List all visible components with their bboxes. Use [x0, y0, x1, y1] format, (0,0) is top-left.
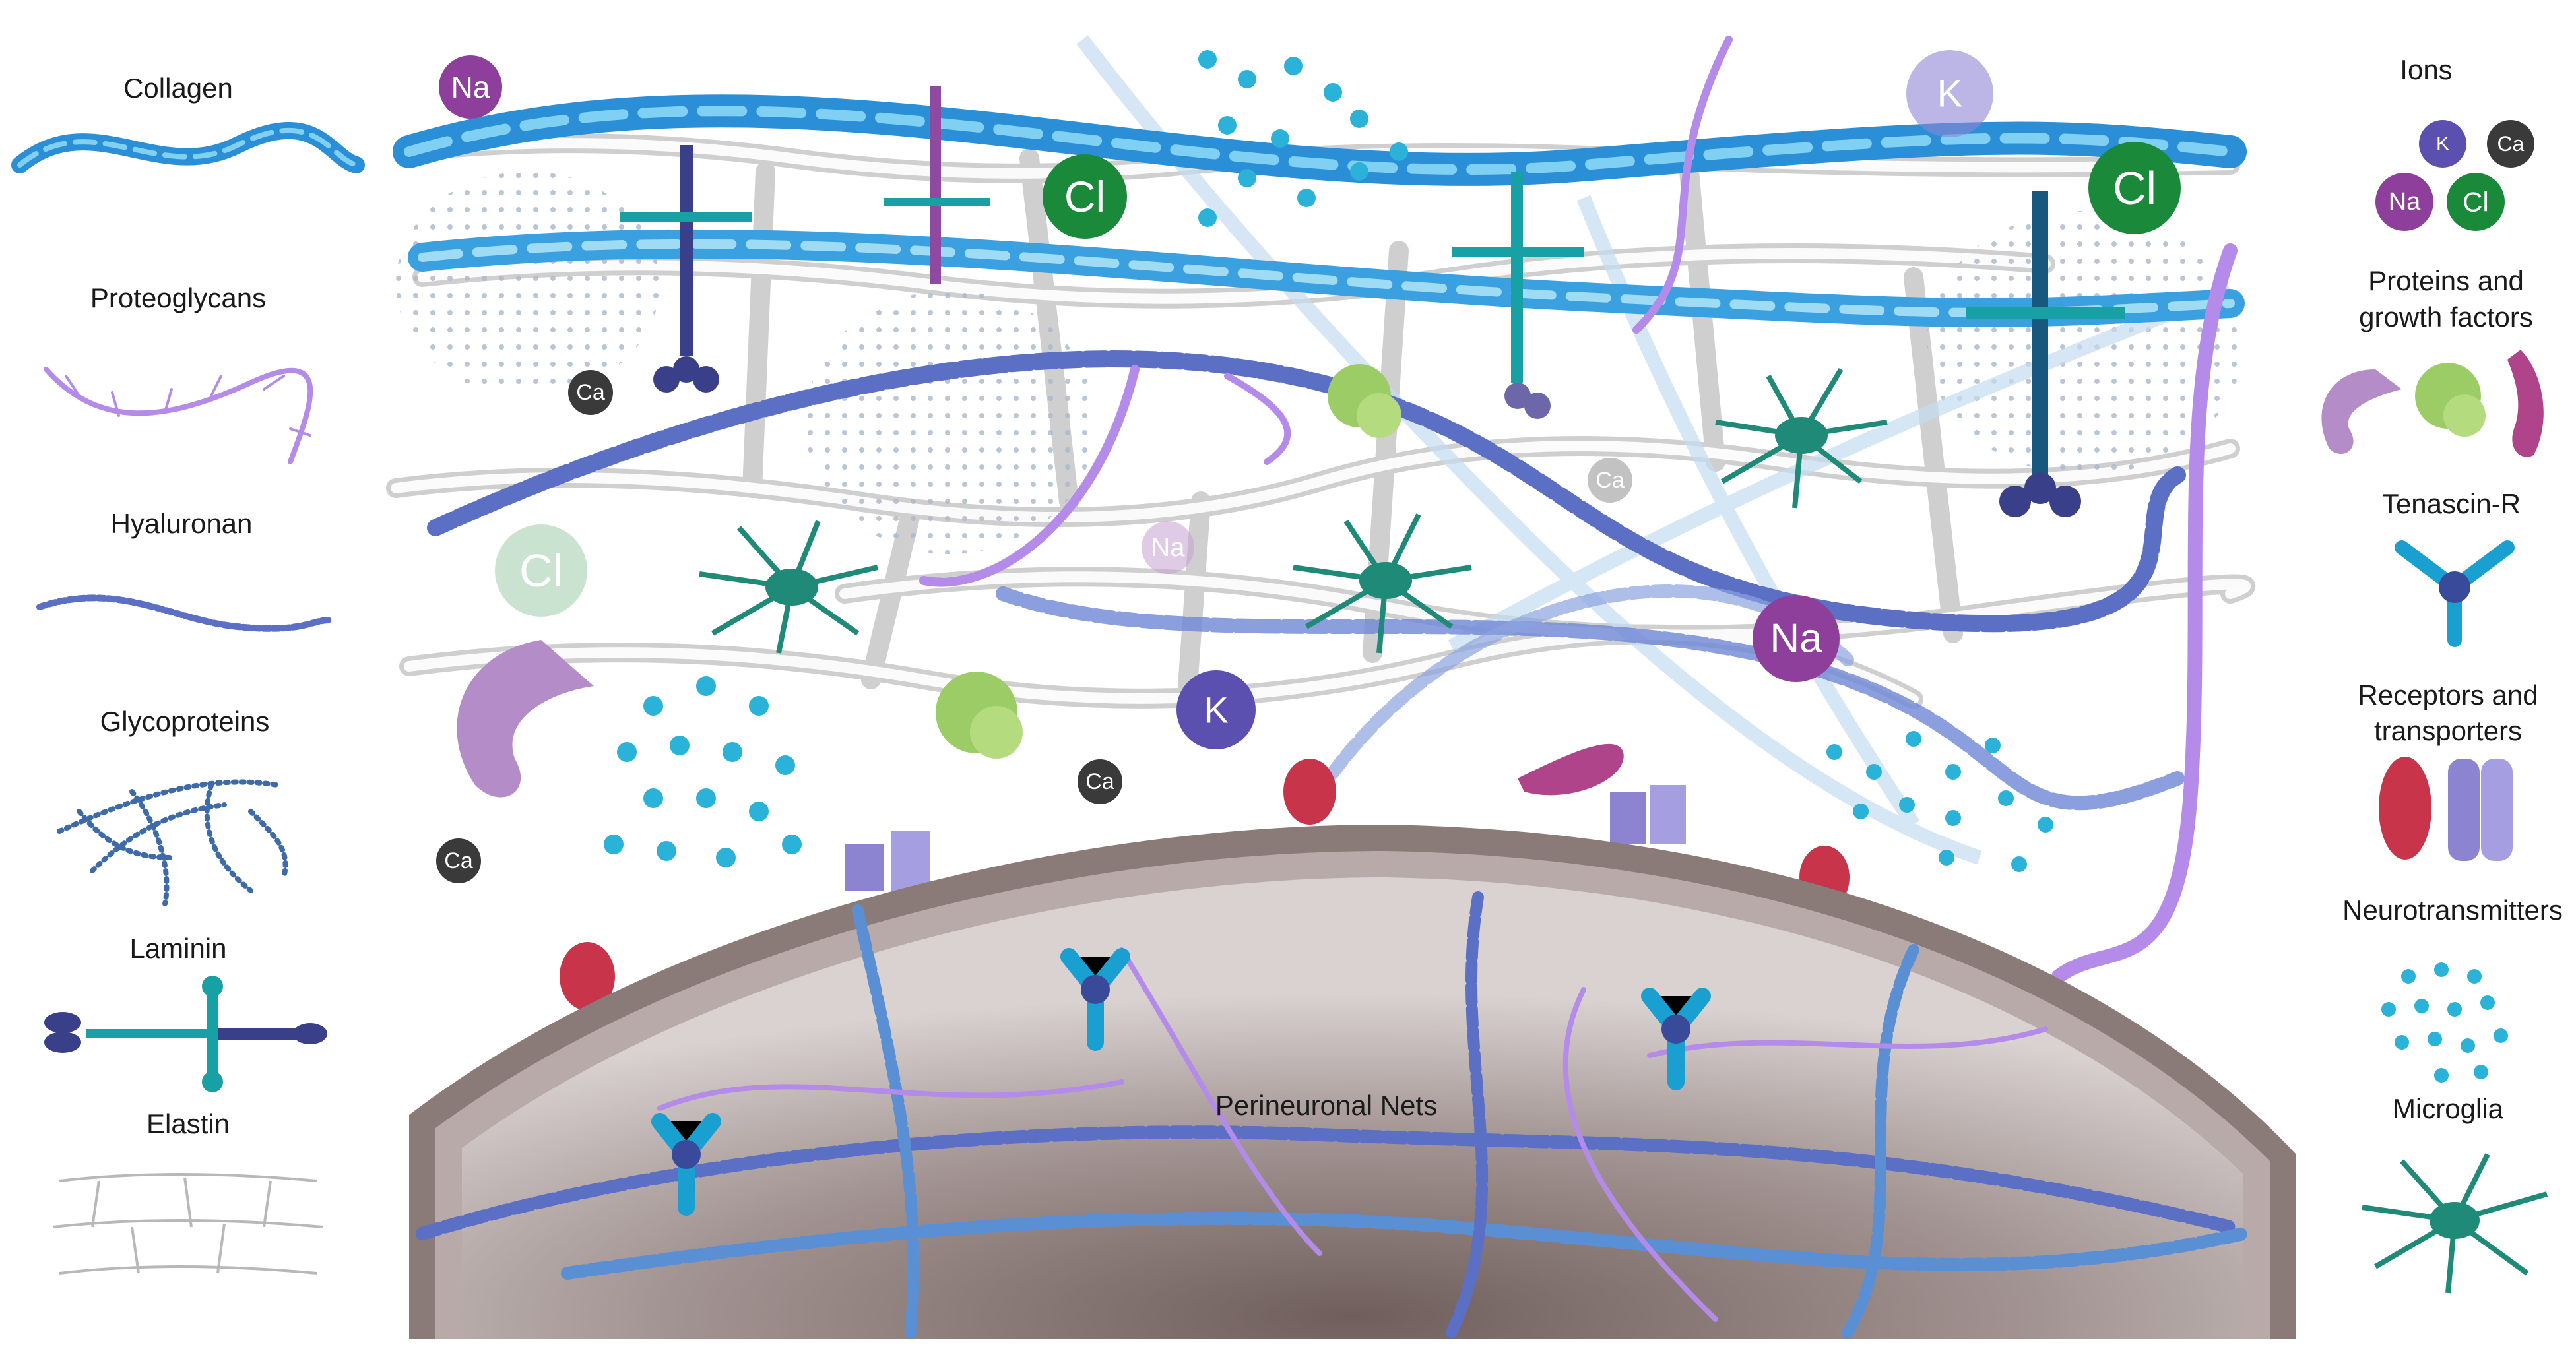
ion-label: Ca [2497, 132, 2525, 156]
ion-label: Na [1770, 616, 1822, 662]
ion-label: Na [2389, 188, 2421, 216]
legend-right: Ions K Ca Na Cl Proteins and growth fact… [2321, 54, 2563, 1294]
collagen-icon [11, 122, 365, 173]
ion-label: K [1937, 73, 1963, 115]
legend-hyaluronan-label: Hyaluronan [111, 508, 253, 539]
legend-laminin-label: Laminin [129, 933, 226, 964]
ion-label: Ca [444, 848, 473, 873]
protein-growth-factor [457, 364, 1624, 798]
ion-cl: Cl [495, 524, 587, 617]
microglia-icon [2362, 1153, 2548, 1294]
ion-label: Cl [1064, 172, 1105, 221]
ion-label: Cl [519, 545, 563, 596]
neurotransmitter-icon [2381, 962, 2508, 1083]
laminin-molecule [620, 86, 2125, 517]
ion-na: Na [1753, 595, 1840, 682]
main-scene: Perineuronal Nets Na Na Na K K Cl Cl [386, 35, 2296, 1339]
ion-legend-k: K [2419, 120, 2466, 168]
ion-k: K [1906, 50, 1993, 137]
ion-legend-ca: Ca [2487, 120, 2534, 168]
ion-label: Cl [2113, 162, 2156, 214]
elastin-icon [52, 1173, 324, 1275]
protein-icon [2321, 350, 2544, 457]
legend-tenascin-label: Tenascin-R [2382, 488, 2521, 519]
ion-label: K [2436, 133, 2449, 155]
ion-na: Na [439, 55, 502, 119]
ion-cl: Cl [2088, 142, 2181, 234]
neurotransmitter-cluster [604, 50, 2053, 872]
legend-left: Collagen Proteoglycans Hyaluronan Glycop… [11, 73, 365, 1275]
ion-ca: Ca [568, 370, 613, 415]
ion-na: Na [1142, 521, 1194, 574]
ion-label: Ca [1595, 468, 1625, 493]
microglia-cell [699, 367, 1888, 654]
legend-receptors-label-2: transporters [2374, 715, 2522, 746]
ion-label: K [1204, 689, 1228, 731]
proteoglycan-strand [919, 36, 2238, 984]
tenascin-core [2439, 571, 2470, 603]
ion-ca: Ca [436, 838, 481, 883]
legend-receptors-label-1: Receptors and [2358, 679, 2538, 710]
legend-collagen-label: Collagen [123, 73, 233, 104]
legend-proteins-label-1: Proteins and [2368, 265, 2524, 296]
neuron-body [409, 825, 2296, 1339]
legend-neurotransmitters-label: Neurotransmitters [2342, 895, 2563, 926]
perineuronal-nets-label: Perineuronal Nets [1215, 1090, 1437, 1121]
ion-label: Ca [1085, 769, 1114, 794]
ion-cl: Cl [1043, 154, 1127, 239]
ion-label: Ca [576, 380, 605, 405]
ion-ca: Ca [1588, 458, 1632, 503]
legend-microglia-label: Microglia [2393, 1093, 2504, 1124]
proteoglycan-icon [44, 367, 313, 464]
receptor-icon [2379, 757, 2513, 861]
receptor-transporter [560, 759, 1850, 1011]
ion-label: Na [451, 70, 490, 104]
glycoprotein-cloud [396, 172, 2243, 554]
legend-proteins-label-2: growth factors [2359, 301, 2533, 332]
ion-k: K [1176, 670, 1256, 749]
legend-proteoglycans-label: Proteoglycans [90, 282, 266, 313]
legend-ions-label: Ions [2400, 54, 2452, 85]
hyaluronan-icon [36, 594, 333, 632]
ion-label: Cl [2463, 187, 2489, 218]
ion-label: Na [1151, 533, 1185, 562]
laminin-icon [44, 976, 327, 1092]
ion-legend-na: Na [2375, 173, 2433, 231]
legend-glycoproteins-label: Glycoproteins [100, 706, 270, 737]
ion-legend-cl: Cl [2447, 173, 2505, 231]
glycoprotein-icon [57, 779, 288, 906]
legend-elastin-label: Elastin [146, 1108, 230, 1139]
ion-ca: Ca [1078, 759, 1122, 804]
